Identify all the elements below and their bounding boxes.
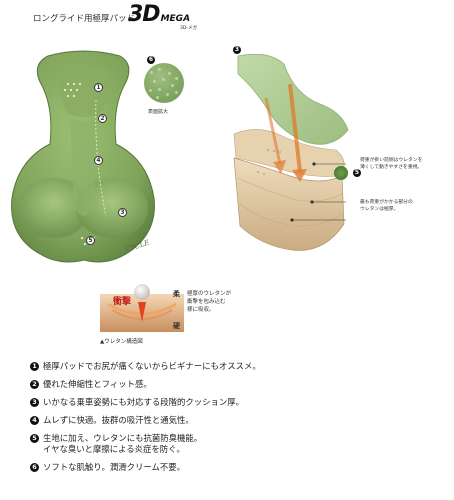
- feature-number-marker: 6: [30, 463, 39, 472]
- feature-item: 5 生地に加え、ウレタンにも抗菌防臭機能。イヤな臭いと摩擦による炎症を防ぐ。: [30, 433, 440, 455]
- pad-marker-5: 5: [86, 236, 95, 245]
- feature-text: ムレずに快適。抜群の吸汗性と通気性。: [43, 415, 194, 425]
- pad-marker-4: 4: [94, 156, 103, 165]
- annotation-thin-line1: 荷重が掛い前側はウレタンを: [360, 158, 423, 163]
- pad-illustration: CYCLE: [11, 50, 155, 263]
- page-subtitle: ロングライド用極厚パッド: [33, 14, 136, 24]
- impact-desc-line3: 様に吸収。: [187, 307, 215, 313]
- layer-cross-section: [233, 54, 349, 251]
- feature-item: 2 優れた伸縮性とフィット感。: [30, 379, 440, 390]
- texture-marker: 6: [147, 56, 155, 64]
- logo-3d: 3D: [128, 2, 161, 27]
- soft-label: 柔: [173, 290, 180, 298]
- annotation-thin-foam: 荷重が掛い前側はウレタンを 薄くして動きやすさを重視。: [360, 157, 422, 171]
- product-logo: 3DMEGA: [128, 2, 190, 27]
- feature-text: 生地に加え、ウレタンにも抗菌防臭機能。: [43, 433, 203, 443]
- feature-item: 1 極厚パッドでお尻が痛くないからビギナーにもオススメ。: [30, 361, 440, 372]
- feature-text: 優れた伸縮性とフィット感。: [43, 379, 152, 389]
- feature-item: 3 いかなる乗車姿勢にも対応する段階的クッション厚。: [30, 397, 440, 408]
- feature-text: 極厚パッドでお尻が痛くないからビギナーにもオススメ。: [43, 361, 261, 371]
- feature-number-marker: 5: [30, 434, 39, 443]
- feature-number-marker: 3: [30, 398, 39, 407]
- hard-label: 硬: [173, 322, 180, 330]
- annotation-thin-line2: 薄くして動きやすさを重視。: [360, 165, 423, 170]
- annotation-thick-foam: 最も荷重がかかる部分の ウレタンは極厚。: [360, 199, 413, 213]
- feature-text: いかなる乗車姿勢にも対応する段階的クッション厚。: [43, 397, 244, 407]
- texture-caption: 表面拡大: [148, 109, 169, 115]
- annotation-thick-line1: 最も荷重がかかる部分の: [360, 200, 413, 205]
- feature-text: ソフトな肌触り。潤滑クリーム不要。: [43, 462, 185, 472]
- impact-desc-line1: 極厚のウレタンが: [187, 291, 232, 297]
- layers-marker: 3: [233, 46, 241, 54]
- impact-description: 極厚のウレタンが 衝撃を包み込む 様に吸収。: [187, 290, 231, 314]
- feature-item: 4 ムレずに快適。抜群の吸汗性と通気性。: [30, 415, 440, 426]
- impact-desc-line2: 衝撃を包み込む: [187, 299, 226, 305]
- side-marker: 5: [353, 169, 361, 177]
- logo-kana: 3D-メガ: [180, 26, 197, 31]
- impact-label: 衝撃: [113, 297, 132, 307]
- feature-list: 1 極厚パッドでお尻が痛くないからビギナーにもオススメ。 2 優れた伸縮性とフィット感…: [30, 361, 440, 480]
- urethane-impact-diagram: [100, 284, 184, 332]
- feature-number-marker: 2: [30, 380, 39, 389]
- annotation-thick-line2: ウレタンは極厚。: [360, 207, 399, 212]
- structure-caption: ▲ウレタン構造図: [100, 339, 143, 345]
- pad-marker-1: 1: [94, 83, 103, 92]
- feature-text: イヤな臭いと摩擦による炎症を防ぐ。: [43, 444, 185, 454]
- feature-number-marker: 1: [30, 362, 39, 371]
- feature-number-marker: 4: [30, 416, 39, 425]
- feature-item: 6 ソフトな肌触り。潤滑クリーム不要。: [30, 462, 440, 473]
- pad-marker-2: 2: [98, 114, 107, 123]
- texture-sample-image: [144, 63, 184, 103]
- pad-marker-3: 3: [118, 208, 127, 217]
- logo-mega: MEGA: [160, 14, 191, 24]
- antibacterial-icon: [334, 166, 348, 180]
